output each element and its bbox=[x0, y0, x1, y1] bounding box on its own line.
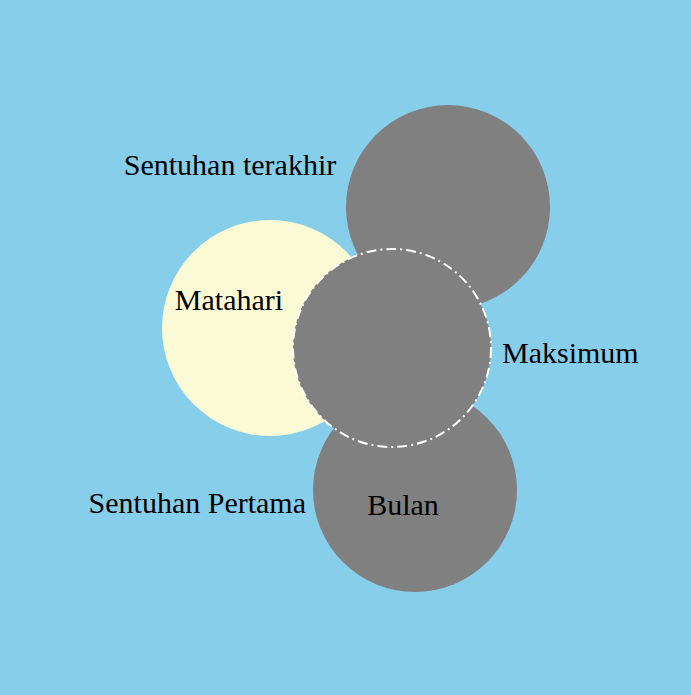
label-anchor: Matahari bbox=[175, 283, 283, 318]
label-anchor: Sentuhan Pertama bbox=[89, 486, 306, 521]
node-label: Sentuhan terakhir bbox=[124, 148, 336, 183]
node-label: Bulan bbox=[367, 488, 439, 523]
node-label: Matahari bbox=[175, 283, 283, 318]
label-anchor: Sentuhan terakhir bbox=[124, 148, 336, 183]
disc bbox=[313, 388, 517, 592]
disc-outline bbox=[292, 248, 492, 448]
label-anchor: Bulan bbox=[367, 488, 439, 523]
node-label: Sentuhan Pertama bbox=[89, 486, 306, 521]
moon-maximum: Maksimum bbox=[292, 248, 492, 448]
disc bbox=[293, 249, 491, 447]
node-label: Maksimum bbox=[502, 336, 639, 371]
label-anchor: Maksimum bbox=[502, 336, 639, 371]
